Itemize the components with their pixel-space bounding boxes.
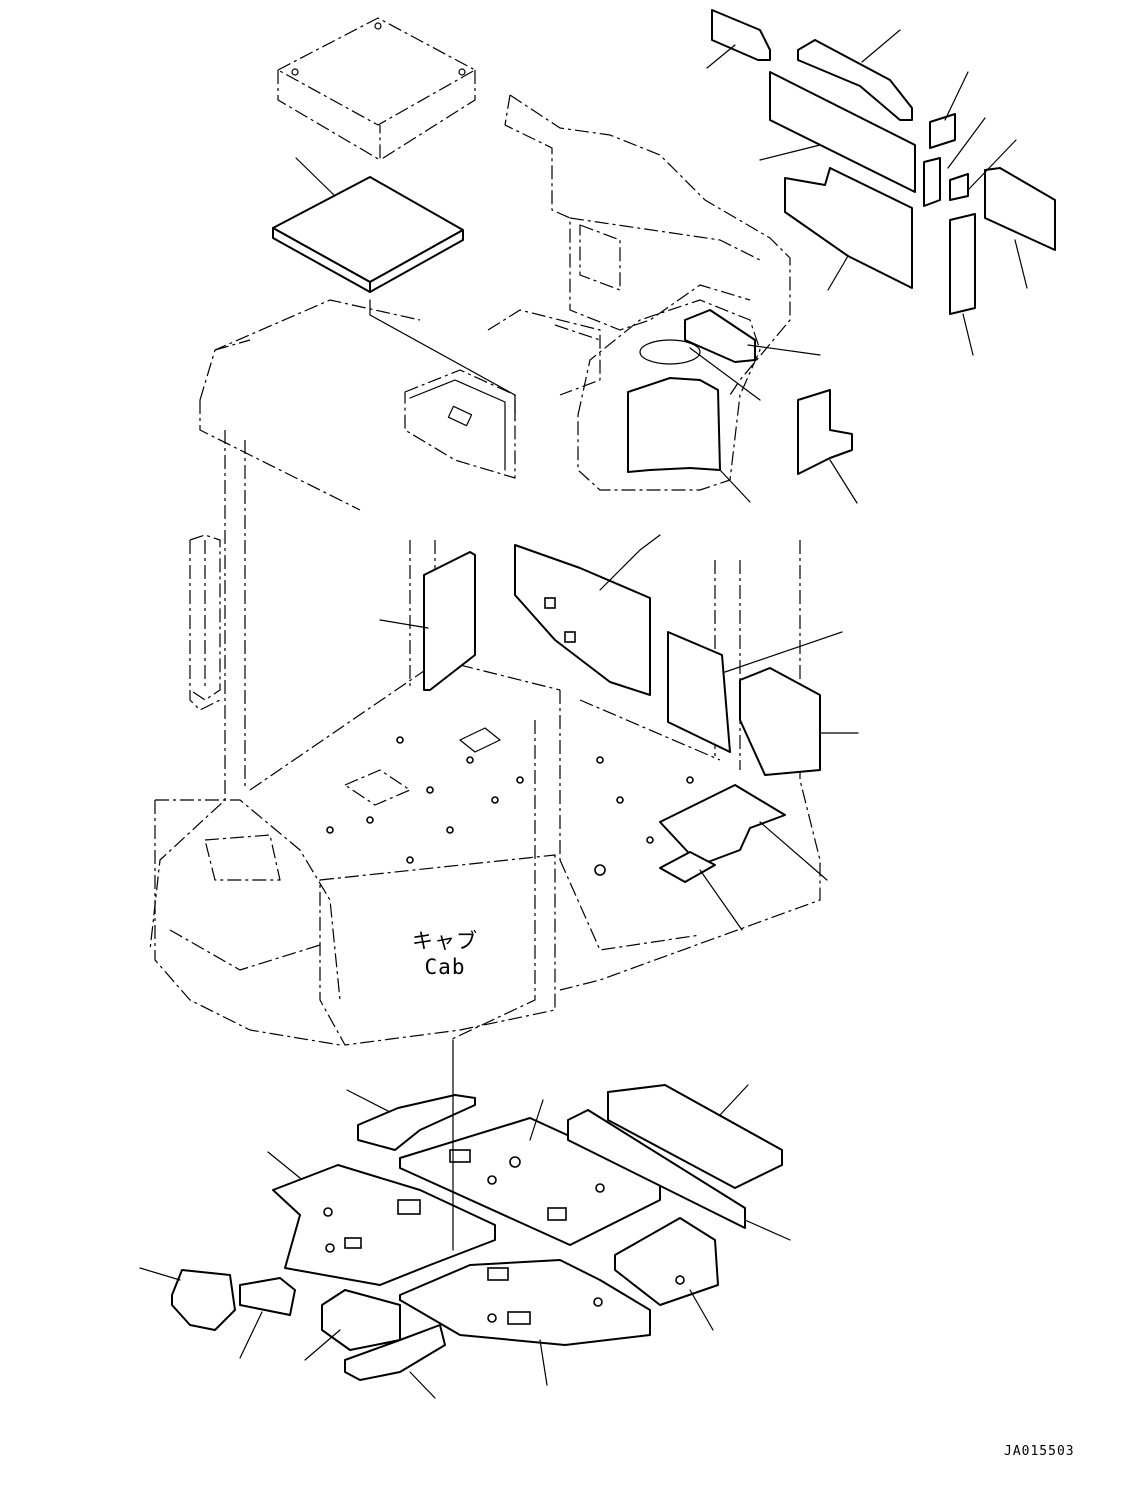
console-pads (684, 309, 853, 475)
drawing-code: JA015503 (1004, 1444, 1075, 1459)
roof-pads (711, 9, 1056, 315)
floor-pads-upper (659, 784, 786, 883)
seat-bracket-outline (277, 17, 476, 161)
cab-lower-body (154, 799, 556, 1046)
cab-label-english: Cab (424, 955, 466, 979)
left-handrail (189, 534, 221, 701)
rear-wall-panel-outline (504, 94, 791, 396)
cab-label-japanese: キャブ (412, 929, 478, 953)
seat-mount-frame-outline (404, 309, 601, 479)
floor-plate-holes (326, 727, 694, 876)
seat-top-pad (272, 176, 464, 293)
floor-mats-exploded (171, 1084, 783, 1381)
leader-lines (139, 29, 1028, 1399)
side-wall-pads (423, 544, 821, 776)
